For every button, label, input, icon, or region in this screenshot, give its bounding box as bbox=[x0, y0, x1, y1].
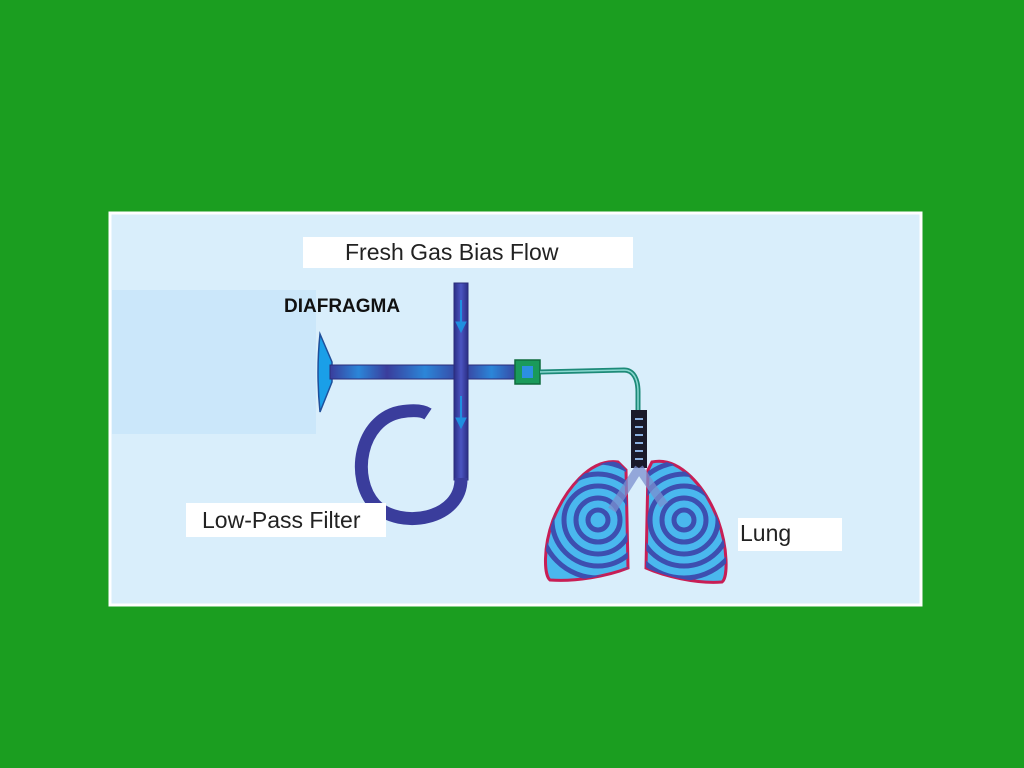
horizontal-tube bbox=[329, 364, 521, 380]
diaphragm-label: DIAFRAGMA bbox=[284, 296, 401, 317]
patient-tube-highlight bbox=[539, 369, 639, 412]
lung-label: Lung bbox=[738, 518, 842, 551]
lung-icon bbox=[543, 459, 728, 584]
filter-loop bbox=[354, 404, 468, 525]
trachea-marks bbox=[635, 418, 643, 460]
diaphragm-icon bbox=[317, 331, 333, 413]
connector-inner bbox=[522, 366, 533, 378]
panel-shade bbox=[112, 290, 316, 434]
filter-label: Low-Pass Filter bbox=[186, 503, 386, 537]
fresh-gas-label: Fresh Gas Bias Flow bbox=[303, 237, 633, 268]
flow-arrow-icon bbox=[455, 300, 467, 430]
trachea-segment bbox=[631, 410, 647, 468]
